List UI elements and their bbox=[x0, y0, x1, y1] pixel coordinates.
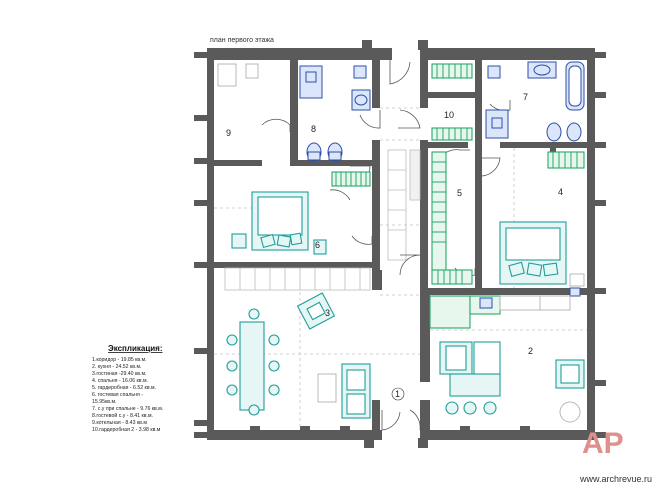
room-label-10: 10 bbox=[444, 110, 454, 120]
room-label-3: 3 bbox=[325, 308, 330, 318]
legend-item: 2. кухня - 24.52 кв.м. bbox=[92, 364, 141, 370]
room-label-8: 8 bbox=[311, 124, 316, 134]
legend-item: 10.гардеробная 2 - 3.98 кв.м bbox=[92, 427, 161, 433]
room-6-guest-bedroom bbox=[231, 171, 371, 255]
legend-item: 6. гостевая спальня - bbox=[92, 392, 143, 398]
inner-walls bbox=[207, 48, 587, 430]
legend: Экспликация: 1.коридор - 19.85 кв.м. 2. … bbox=[92, 344, 163, 433]
watermark-site: www.archrevue.ru bbox=[579, 474, 652, 484]
room-label-7: 7 bbox=[523, 92, 528, 102]
room-label-9: 9 bbox=[226, 128, 231, 138]
legend-item: 5. гардеробная - 6.52 кв.м. bbox=[92, 385, 156, 391]
room-7-bathroom bbox=[485, 61, 585, 142]
room-label-1: 1 bbox=[395, 389, 400, 399]
legend-item: 15.95кв.м. bbox=[92, 399, 116, 405]
watermark-logo: АР bbox=[582, 427, 624, 460]
legend-item: 4. спальня - 16.06 кв.м. bbox=[92, 378, 148, 384]
room-label-2: 2 bbox=[528, 346, 533, 356]
coffee-table-icon bbox=[317, 373, 337, 403]
doors bbox=[261, 60, 511, 431]
legend-item: 3.гостиная -29.40 кв.м. bbox=[92, 371, 146, 377]
room-label-5: 5 bbox=[457, 188, 462, 198]
legend-item: 8.гостевой с.у - 8.41 кв.м. bbox=[92, 412, 153, 419]
room-2-kitchen bbox=[429, 295, 585, 423]
legend-title: Экспликация: bbox=[108, 344, 163, 353]
legend-item: 9.котельная - 8.43 кв.м bbox=[92, 420, 147, 426]
room-4-bedroom bbox=[499, 151, 585, 297]
room-3-living bbox=[226, 292, 371, 419]
legend-item: 1.коридор - 19.85 кв.м. bbox=[92, 357, 147, 363]
room-label-6: 6 bbox=[315, 240, 320, 250]
wardrobe-icon bbox=[547, 151, 585, 169]
bidet-icon bbox=[566, 122, 582, 142]
toilet-icon bbox=[546, 122, 562, 142]
room-numbers: 9 8 6 3 10 7 5 4 2 1 bbox=[226, 92, 563, 401]
plan-title: план первого этажа bbox=[210, 37, 274, 44]
room-9-boiler bbox=[217, 63, 259, 87]
room-5-wardrobe bbox=[431, 151, 473, 285]
island-icon bbox=[449, 373, 501, 397]
staircase bbox=[224, 149, 421, 291]
room-10-wardrobe bbox=[431, 63, 473, 141]
outer-walls bbox=[194, 40, 606, 448]
watermark: АР www.archrevue.ru bbox=[579, 427, 652, 484]
room-8-guest-wc bbox=[299, 65, 371, 162]
room-label-4: 4 bbox=[558, 187, 563, 197]
legend-item: 7. с.у при спальне - 9.76 кв.м. bbox=[92, 406, 163, 412]
dining-table-icon bbox=[239, 321, 265, 411]
